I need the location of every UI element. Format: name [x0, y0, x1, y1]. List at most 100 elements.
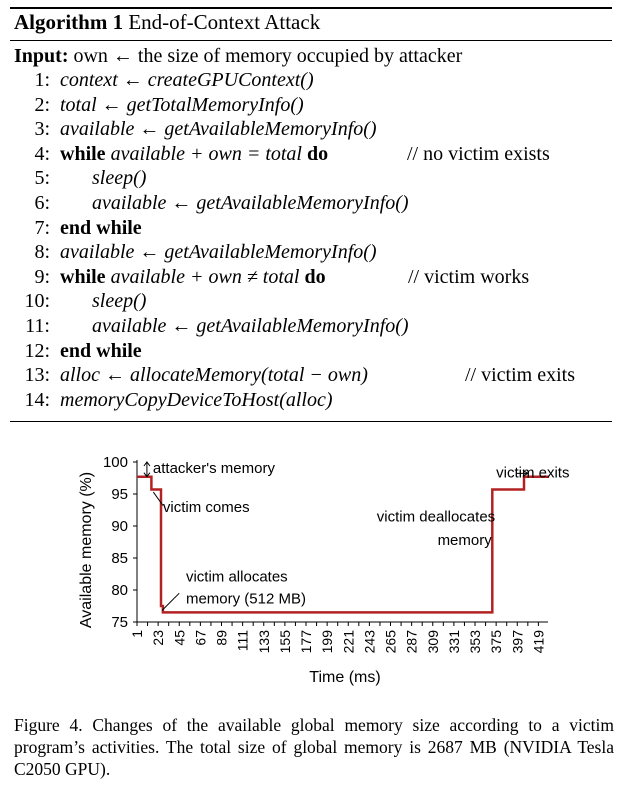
x-tick-label: 353: [467, 630, 483, 654]
x-tick-label: 287: [404, 630, 420, 654]
algorithm-line: 8: available ← getAvailableMemoryInfo(): [14, 240, 377, 264]
code-text: available + own ≠ total: [110, 265, 305, 288]
line-number: 8:: [34, 241, 50, 264]
keyword: while: [60, 142, 111, 165]
x-tick-label: 243: [361, 630, 377, 654]
algorithm-line: 2: total ← getTotalMemoryInfo(): [14, 93, 304, 117]
memory-chart: 75 80 85 90 95 100 1 23 45 67 89 111 133 155 177 199 221…: [78, 454, 569, 686]
y-tick-label: 80: [111, 582, 128, 599]
code-text: available ← getAvailableMemoryInfo(): [92, 192, 409, 214]
annotation-text: victim allocates: [186, 569, 288, 586]
x-tick-label: 397: [509, 630, 525, 654]
algorithm-line: 14: memoryCopyDeviceToHost(alloc): [14, 388, 333, 412]
algorithm-bottom-rule: [10, 421, 612, 422]
x-tick-label: 177: [298, 630, 314, 654]
code-text: alloc ← allocateMemory(total − own): [60, 364, 368, 387]
x-tick-label: 375: [488, 630, 504, 654]
y-tick-label: 85: [111, 550, 128, 567]
chart-ticks: 75 80 85 90 95 100 1 23 45 67 89 111 133 155 177 199 221…: [103, 454, 546, 653]
x-tick-label: 1: [129, 630, 145, 638]
x-tick-label: 23: [150, 630, 166, 646]
x-tick-label: 331: [446, 630, 462, 654]
y-tick-label: 95: [111, 486, 128, 503]
annotation-text: victim exits: [496, 464, 569, 481]
line-number: 13:: [24, 364, 50, 387]
y-tick-label: 90: [111, 518, 128, 535]
input-keyword: Input:: [14, 45, 69, 67]
algorithm-line: 9:while available + own ≠ total do: [14, 265, 325, 289]
annotation-text: attacker's memory: [153, 460, 276, 477]
arrow-head-icon: [143, 461, 151, 467]
algorithm-line: 10:sleep(): [14, 289, 146, 313]
x-tick-label: 133: [256, 630, 272, 654]
x-tick-label: 221: [340, 630, 356, 654]
algorithm-line: 13: alloc ← allocateMemory(total − own): [14, 363, 368, 387]
y-axis-label: Available memory (%): [78, 472, 95, 628]
arrow-head-icon: [522, 469, 529, 477]
algorithm-input-line: Input: own ← the size of memory occupied…: [14, 44, 462, 68]
keyword: end while: [60, 339, 142, 362]
x-tick-label: 67: [192, 630, 208, 646]
x-tick-label: 199: [319, 630, 335, 654]
line-comment: // no victim exists: [407, 142, 550, 165]
line-number: 5:: [34, 167, 50, 190]
keyword: do: [307, 142, 329, 165]
y-tick-label: 75: [111, 614, 128, 631]
code-text: total ← getTotalMemoryInfo(): [60, 93, 304, 116]
x-tick-label: 155: [277, 630, 293, 654]
algorithm-header-rule: [10, 40, 612, 41]
x-tick-label: 45: [171, 630, 187, 646]
line-comment: // victim works: [408, 265, 530, 288]
line-number: 2:: [34, 93, 50, 116]
x-tick-label: 89: [214, 630, 230, 646]
line-number: 3:: [34, 118, 50, 141]
chart-axes: [136, 460, 548, 623]
algorithm-line: 1: context ← createGPUContext(): [14, 68, 314, 92]
code-text: available + own = total: [110, 142, 307, 165]
memory-series-line: [137, 475, 549, 614]
figure-caption: Figure 4. Changes of the available globa…: [14, 715, 614, 779]
algorithm-line: 3: available ← getAvailableMemoryInfo(): [14, 117, 377, 141]
y-tick-label: 100: [103, 454, 128, 471]
x-tick-label: 111: [235, 630, 251, 651]
algorithm-top-rule: [10, 7, 612, 9]
algorithm-line: 7: end while: [14, 216, 142, 240]
code-text: context ← createGPUContext(): [60, 69, 314, 91]
line-number: 4:: [34, 142, 50, 165]
code-text: sleep(): [92, 167, 147, 190]
algorithm-line: 5: sleep(): [14, 166, 146, 190]
algorithm-title: Algorithm 1 End-of-Context Attack: [14, 10, 320, 35]
algorithm-line: 11: available ← getAvailableMemoryInfo(): [14, 314, 409, 338]
algorithm-line: 4: while available + own = total do: [14, 142, 328, 166]
code-text: memoryCopyDeviceToHost(alloc): [60, 388, 333, 411]
x-axis-label: Time (ms): [309, 669, 380, 686]
algorithm-line: 12: end while: [14, 339, 142, 363]
annotation-text: memory (512 MB): [186, 590, 306, 607]
keyword: while: [60, 265, 111, 288]
annotation-text: victim comes: [163, 499, 250, 516]
algorithm-name: End-of-Context Attack: [128, 10, 321, 34]
code-text: available ← getAvailableMemoryInfo(): [60, 118, 377, 141]
x-tick-label: 419: [530, 630, 546, 654]
line-comment: // victim exits: [465, 364, 575, 387]
line-number: 11:: [25, 315, 50, 337]
line-number: 7:: [34, 216, 50, 239]
code-text: sleep(): [92, 290, 147, 313]
line-number: 12:: [24, 339, 50, 362]
line-number: 1:: [34, 69, 50, 91]
line-number: 14:: [24, 388, 50, 411]
x-tick-label: 309: [425, 630, 441, 654]
annotation-line: [152, 491, 164, 506]
line-number: 6:: [34, 192, 50, 214]
keyword: end while: [60, 216, 142, 239]
annotation-line: [161, 592, 180, 611]
annotation-text: victim deallocates: [377, 509, 495, 526]
chart-series: [137, 475, 549, 614]
line-number: 9:: [34, 265, 50, 288]
algorithm-label: Algorithm 1: [14, 10, 124, 34]
code-text: available ← getAvailableMemoryInfo(): [92, 315, 409, 337]
algorithm-line: 6: available ← getAvailableMemoryInfo(): [14, 191, 409, 215]
code-text: available ← getAvailableMemoryInfo(): [60, 241, 377, 264]
arrow-head-icon: [143, 472, 151, 478]
input-description: own ← the size of memory occupied by att…: [73, 45, 463, 67]
